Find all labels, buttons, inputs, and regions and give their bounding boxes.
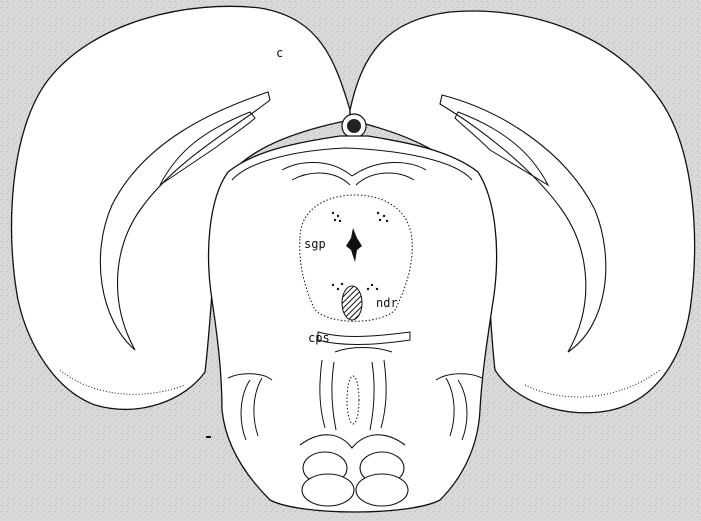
brainstem-outline — [209, 136, 497, 512]
label-ndr: ndr — [376, 296, 398, 310]
stray-mark — [206, 436, 211, 438]
dorsal-raphe-hatched — [342, 286, 362, 320]
pineal-core — [347, 119, 361, 133]
label-cps: cps — [308, 331, 330, 345]
label-c: c — [276, 46, 283, 60]
label-sgp: sgp — [304, 237, 326, 251]
